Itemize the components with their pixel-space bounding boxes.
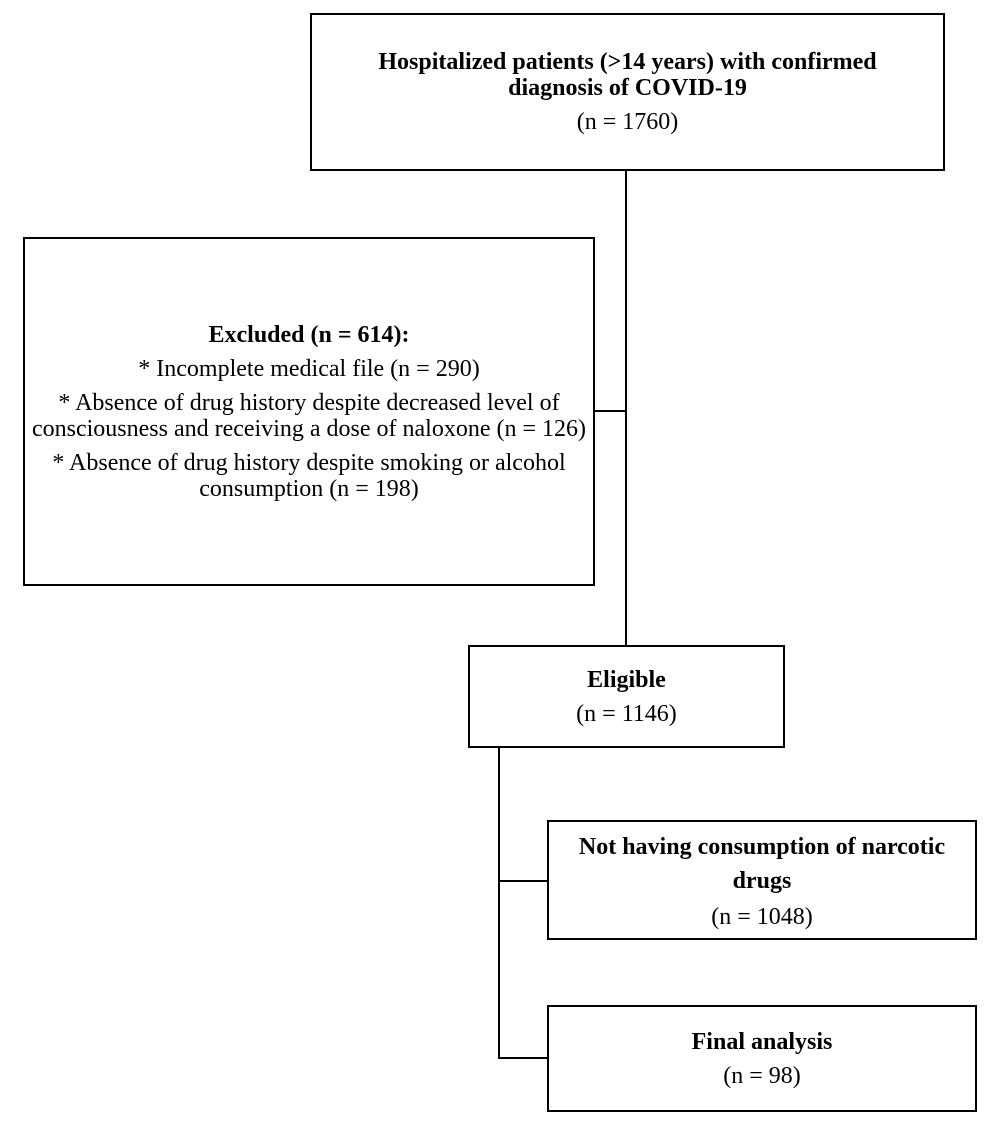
connector-excluded [595, 410, 626, 412]
connector-main-vertical [625, 171, 627, 645]
final-analysis-box: Final analysis (n = 98) [547, 1005, 977, 1112]
not-consuming-box: Not having consumption of narcotic drugs… [547, 820, 977, 940]
final-analysis-count: (n = 98) [723, 1062, 801, 1089]
eligible-box: Eligible (n = 1146) [468, 645, 785, 748]
final-analysis-title: Final analysis [691, 1028, 833, 1055]
hospitalized-count: (n = 1760) [576, 109, 679, 135]
eligible-title: Eligible [587, 666, 666, 693]
excluded-title: Excluded (n = 614): [208, 321, 410, 348]
excluded-item-incomplete-file: * Incomplete medical file (n = 290) [138, 355, 480, 382]
excluded-item-naloxone: * Absence of drug history despite decrea… [31, 389, 587, 442]
connector-not-consuming [498, 880, 547, 882]
hospitalized-title: Hospitalized patients (>14 years) with c… [378, 49, 877, 101]
excluded-item-smoking-alcohol: * Absence of drug history despite smokin… [52, 449, 566, 502]
not-consuming-count: (n = 1048) [711, 904, 813, 930]
hospitalized-patients-box: Hospitalized patients (>14 years) with c… [310, 13, 945, 171]
connector-eligible-vertical [498, 748, 500, 1058]
eligible-count: (n = 1146) [576, 700, 677, 727]
connector-final-analysis [498, 1057, 547, 1059]
excluded-box: Excluded (n = 614): * Incomplete medical… [23, 237, 595, 586]
not-consuming-title: Not having consumption of narcotic drugs [578, 834, 946, 894]
